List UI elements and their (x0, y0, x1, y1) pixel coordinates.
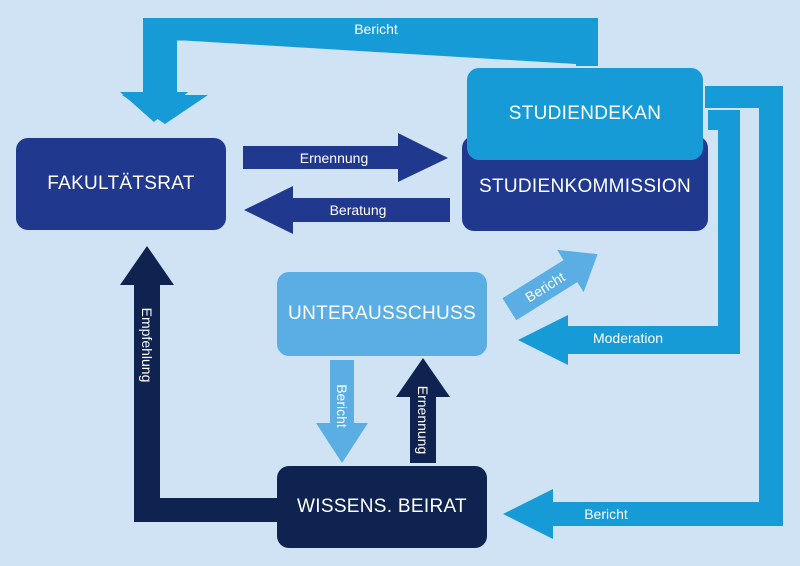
node-studiendekan: STUDIENDEKAN (467, 68, 703, 160)
label-bottom-bericht: Bericht (584, 506, 628, 522)
node-studienkommission-label: STUDIENKOMMISSION (478, 176, 691, 197)
node-unterausschuss: UNTERAUSSCHUSS (277, 272, 487, 356)
node-wissens-beirat: WISSENS. BEIRAT (277, 466, 487, 548)
label-moderation: Moderation (593, 330, 663, 346)
arrow-bottom-bericht-bottom (550, 502, 783, 526)
label-ernennung-right: Ernennung (300, 150, 369, 166)
arrow-ernennung-up (396, 358, 450, 463)
label-ernennung-up: Ernennung (415, 386, 431, 455)
arrow-bericht-diagonal (502, 249, 598, 321)
arrow-moderation-head (518, 315, 568, 365)
node-fakultaetsrat: FAKULTÄTSRAT (16, 138, 226, 230)
arrow-bottom-bericht-head (503, 489, 553, 539)
label-beratung-left: Beratung (330, 202, 387, 218)
arrow-top-bericht (122, 40, 576, 124)
arrow-top-bericht-drop (143, 18, 165, 92)
label-bericht-down: Bericht (334, 384, 350, 428)
arrow-top-bericht-riser (576, 18, 598, 66)
arrow-top-bericht-band (153, 18, 598, 40)
arrow-empfehlung-head (120, 246, 174, 285)
node-unterausschuss-label: UNTERAUSSCHUSS (288, 303, 476, 324)
arrow-bottom-bericht-vertical (759, 86, 783, 526)
arrow-moderation-vertical (718, 110, 740, 354)
node-wissens-beirat-label: WISSENS. BEIRAT (297, 496, 467, 517)
arrow-ernennung-right (243, 133, 448, 182)
arrow-beratung-left (244, 186, 450, 234)
label-top-bericht: Bericht (354, 21, 398, 37)
node-studiendekan-label: STUDIENDEKAN (508, 103, 662, 124)
arrow-top-bericht-head (120, 92, 188, 122)
node-fakultaetsrat-label: FAKULTÄTSRAT (47, 173, 195, 194)
arrow-empfehlung-vertical (134, 282, 160, 522)
arrow-moderation-bottom (565, 326, 740, 354)
arrow-bericht-down (316, 360, 368, 463)
label-empfehlung: Empfehlung (139, 308, 155, 383)
